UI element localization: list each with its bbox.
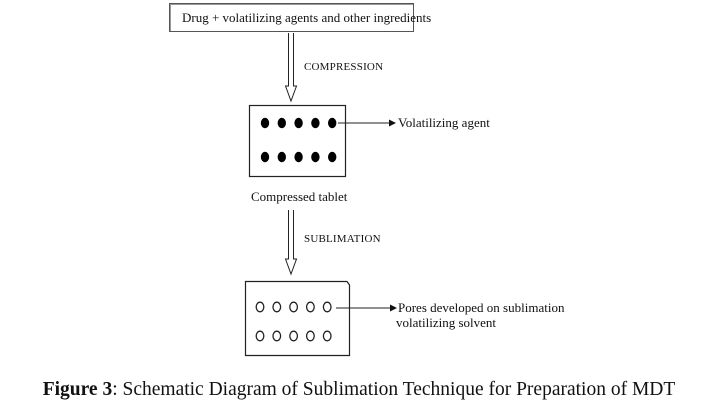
compressed-tablet-label: Compressed tablet [251,189,348,204]
ingredients-text: Drug + volatilizing agents and other ing… [182,10,432,25]
volatilizing-agent-label: Volatilizing agent [398,115,490,130]
volatilizing-agent-dot [328,117,337,129]
compression-label: COMPRESSION [304,61,384,73]
pore-circle [255,330,265,342]
volatilizing-agent-dot [277,151,286,163]
pore-circle [305,330,315,342]
pores-pointer [336,304,397,312]
figure-title: : Schematic Diagram of Sublimation Techn… [112,379,676,400]
pore-circle [305,301,315,313]
volatilizing-agent-dot [294,117,303,129]
pores-label-line1: Pores developed on sublimation c [398,300,568,315]
sublimation-label: SUBLIMATION [304,233,381,245]
volatilizing-agent-dot [328,151,337,163]
pore-circle [255,301,265,313]
figure-number: Figure 3 [42,379,113,400]
volatilizing-agent-pointer [338,119,396,127]
volatilizing-agent-dot [311,151,320,163]
compression-arrow [284,33,298,103]
volatilizing-agent-dot [277,117,286,129]
pore-circle [272,330,282,342]
porous-tablet-box [244,280,351,357]
pore-particles [255,301,332,342]
pore-circle [322,330,332,342]
volatilizing-agent-particles [260,117,337,163]
pores-label-line2: volatilizing solvent [396,315,497,330]
pore-circle [289,330,299,342]
compressed-tablet-box [248,104,347,178]
volatilizing-agent-dot [294,151,303,163]
volatilizing-agent-dot [311,117,320,129]
pore-circle [322,301,332,313]
ingredients-box: Drug + volatilizing agents and other ing… [169,3,431,32]
sublimation-arrow [284,210,298,276]
volatilizing-agent-dot [260,117,270,129]
pore-circle [289,301,299,313]
pore-circle [272,301,282,313]
figure-caption: Figure 3: Schematic Diagram of Sublimati… [0,379,718,401]
volatilizing-agent-dot [260,151,270,163]
